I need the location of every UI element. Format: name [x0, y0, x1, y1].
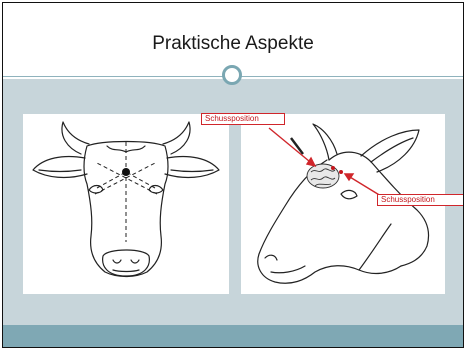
shot-point-frontal: [122, 168, 130, 176]
slide-title: Praktische Aspekte: [3, 33, 463, 55]
head-outline: [329, 152, 429, 266]
shot-point-side-lower: [339, 170, 343, 174]
horn: [313, 124, 337, 160]
circle-decoration-icon: [222, 65, 242, 85]
slide-footer-band: [3, 325, 463, 347]
shot-position-label-top: Schussposition: [201, 113, 285, 125]
right-ear: [165, 157, 219, 178]
right-eye: [149, 186, 163, 194]
left-eye: [89, 186, 103, 194]
frontal-cow-head-figure: [23, 114, 229, 294]
ear: [361, 130, 419, 172]
eye: [341, 190, 357, 198]
left-horn: [62, 122, 89, 154]
right-horn: [163, 122, 190, 154]
left-ear: [33, 157, 87, 178]
shot-point-side-upper: [331, 166, 335, 170]
slide: Praktische Aspekte: [2, 2, 464, 348]
muzzle: [103, 250, 150, 276]
frontal-cow-head-drawing: [23, 114, 229, 294]
shot-position-label-right: Schussposition: [377, 194, 464, 206]
